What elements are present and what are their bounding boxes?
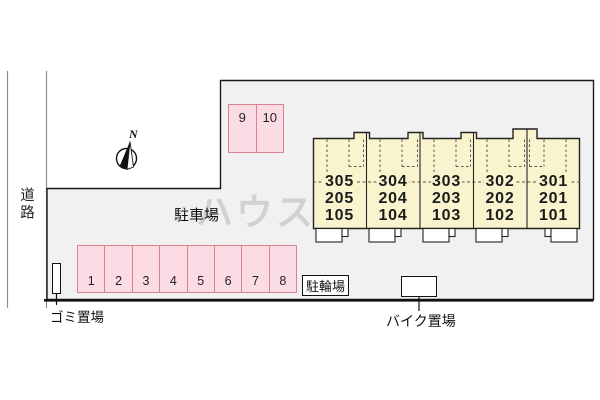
compass-icon	[115, 141, 138, 171]
room-number: 301	[537, 173, 570, 190]
motorcycle-parking-label: バイク置場	[386, 313, 456, 329]
room-number: 104	[377, 207, 409, 224]
room-number: 101	[537, 207, 570, 224]
parking-space-number: 7	[251, 274, 259, 288]
room-number: 102	[484, 207, 516, 224]
parking-space: 7	[242, 246, 270, 292]
unit-label-column: 303 203 103	[420, 173, 473, 224]
parking-space: 8	[270, 246, 296, 292]
room-number: 105	[323, 207, 356, 224]
parking-space-number: 1	[87, 274, 95, 288]
room-number: 303	[430, 173, 463, 190]
motorcycle-area-marker	[401, 276, 437, 297]
parking-space-number: 3	[142, 274, 150, 288]
room-number: 304	[377, 173, 409, 190]
garbage-area-marker	[52, 263, 61, 294]
bicycle-parking-box: 駐輪場	[302, 275, 349, 296]
parking-space: 3	[133, 246, 161, 292]
room-number: 205	[323, 190, 356, 207]
parking-space: 6	[215, 246, 243, 292]
room-number: 203	[430, 190, 463, 207]
parking-space-number: 6	[224, 274, 232, 288]
parking-area-label: 駐車場	[174, 207, 220, 224]
parking-space-number: 4	[169, 274, 177, 288]
unit-label-column: 305 205 105	[313, 173, 366, 224]
parking-space-number: 10	[262, 110, 277, 125]
parking-space-number: 5	[197, 274, 205, 288]
porches	[315, 227, 578, 243]
room-number: 305	[323, 173, 356, 190]
garbage-label: ゴミ置場	[50, 310, 104, 325]
parking-space: 1	[78, 246, 106, 292]
parking-space-number: 2	[115, 274, 123, 288]
parking-row-upper: 9 10	[228, 104, 284, 153]
room-number: 302	[484, 173, 516, 190]
north-label: N	[129, 127, 138, 141]
watermark: ハウス	[196, 192, 316, 233]
unit-interior-dashes	[326, 139, 567, 182]
unit-label-column: 302 202 102	[473, 173, 527, 224]
parking-space-number: 8	[279, 274, 287, 288]
room-number: 204	[377, 190, 409, 207]
parking-space-number: 9	[238, 110, 246, 125]
room-number: 201	[537, 190, 570, 207]
parking-space: 4	[160, 246, 188, 292]
road-label: 道路	[18, 187, 34, 222]
parking-space: 9	[229, 105, 257, 152]
unit-label-column: 301 201 101	[527, 173, 580, 224]
parking-row-main: 1 2 3 4 5 6 7 8	[77, 245, 297, 293]
room-number: 103	[430, 207, 463, 224]
parking-space: 2	[105, 246, 133, 292]
unit-dividers	[365, 129, 528, 228]
parking-space: 5	[188, 246, 215, 292]
unit-label-column: 304 204 104	[366, 173, 420, 224]
parking-space: 10	[257, 105, 284, 152]
room-number: 202	[484, 190, 516, 207]
